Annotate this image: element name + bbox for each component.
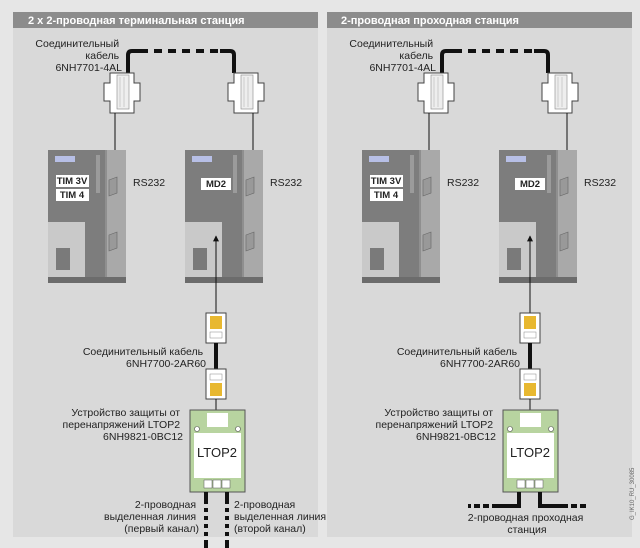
md2-module-icon (498, 149, 578, 284)
top-cable-label: Соединительный кабель 6NH7701-4AL (349, 38, 436, 74)
panel-through-station: 2-проводная проходная станция Соединител… (327, 12, 632, 537)
port-label: RS232 (447, 177, 479, 189)
mid-cable-label: Соединительный кабель 6NH7700-2AR60 (397, 346, 520, 370)
module-label: TIM 3V (57, 176, 88, 187)
rj45-connector-icon (519, 312, 541, 344)
module-label: TIM 3V (371, 176, 402, 187)
protector-description: Устройство защиты от перенапряжений LTOP… (63, 407, 184, 443)
tim-module-icon (47, 149, 127, 284)
rj45-connector-icon (205, 368, 227, 400)
port-label: RS232 (270, 177, 302, 189)
panel-title: 2 x 2-проводная терминальная станция (28, 15, 245, 27)
protector-label: LTOP2 (197, 445, 237, 460)
line-label-first-channel: 2-проводная выделенная линия (первый кан… (104, 499, 199, 535)
panel-terminal-station: 2 x 2-проводная терминальная станция Сое… (13, 12, 329, 548)
protector-label: LTOP2 (510, 445, 550, 460)
module-label: MD2 (206, 179, 226, 190)
through-line-label: 2-проводная проходная станция (468, 512, 587, 536)
panel-header (327, 12, 632, 28)
panel-header (13, 12, 318, 28)
protector-description: Устройство защиты от перенапряжений LTOP… (376, 407, 497, 443)
port-label: RS232 (133, 177, 165, 189)
panel-title: 2-проводная проходная станция (341, 15, 519, 27)
tim-module-icon (361, 149, 441, 284)
module-label: MD2 (520, 179, 540, 190)
rj45-connector-icon (519, 368, 541, 400)
top-cable-label: Соединительный кабель 6NH7701-4AL (35, 38, 122, 74)
mid-cable-label: Соединительный кабель 6NH7700-2AR60 (83, 346, 206, 370)
watermark: G_IK10_RU_30085 (630, 467, 636, 520)
md2-module-icon (184, 149, 264, 284)
module-label: TIM 4 (374, 190, 399, 201)
port-label: RS232 (584, 177, 616, 189)
line-label-second-channel: 2-проводная выделенная линия (второй кан… (234, 499, 329, 535)
module-label: TIM 4 (60, 190, 85, 201)
rj45-connector-icon (205, 312, 227, 344)
